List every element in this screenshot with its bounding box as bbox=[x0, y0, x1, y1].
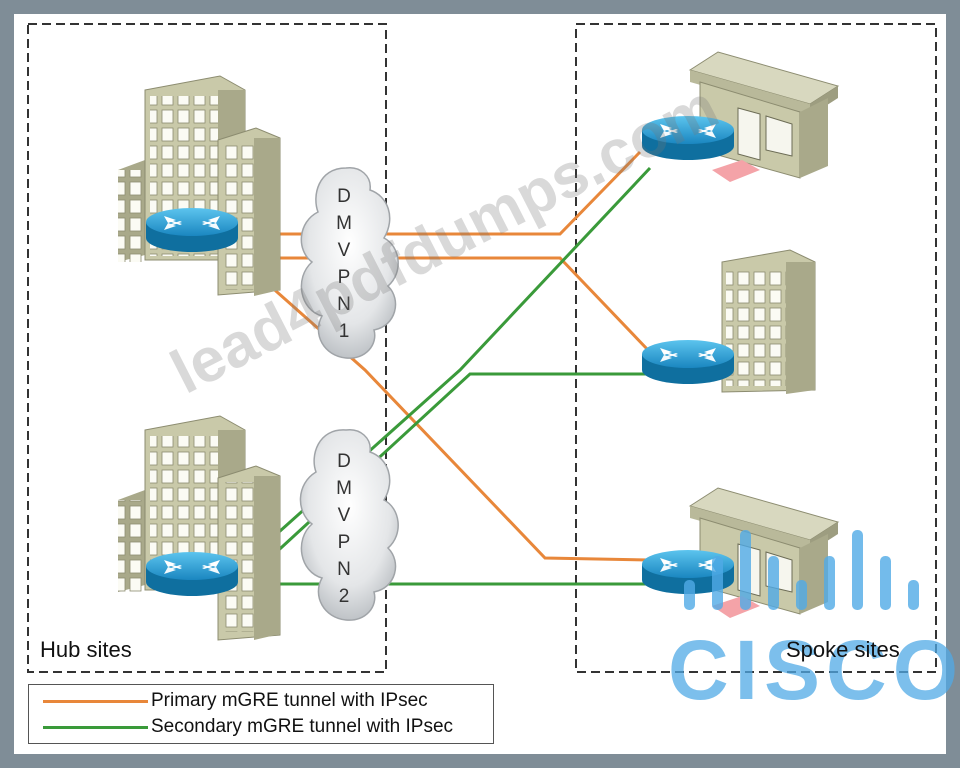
dmvpn-1-letter: V bbox=[337, 240, 351, 261]
legend: Primary mGRE tunnel with IPsec Secondary… bbox=[28, 684, 494, 744]
cisco-logo-text: CISCO bbox=[668, 623, 960, 717]
legend-swatch-secondary bbox=[43, 726, 148, 729]
primary-tunnel-hub1-spoke3 bbox=[267, 282, 651, 562]
dmvpn-1-letter: 1 bbox=[338, 321, 350, 342]
dmvpn-1-letter: P bbox=[337, 267, 351, 288]
dmvpn-2-letter: D bbox=[337, 451, 351, 472]
cisco-logo-bars-icon bbox=[684, 530, 919, 610]
dmvpn-1-cloud-icon bbox=[300, 167, 399, 359]
legend-swatch-primary bbox=[43, 700, 148, 703]
hub-sites-label: Hub sites bbox=[40, 637, 132, 662]
dmvpn-1-label: D M V P N 1 bbox=[329, 183, 359, 345]
dmvpn-1-letter: N bbox=[337, 294, 351, 315]
legend-label-secondary: Secondary mGRE tunnel with IPsec bbox=[151, 716, 454, 737]
hub-sites-region bbox=[27, 23, 387, 673]
dmvpn-2-letter: N bbox=[337, 559, 351, 580]
hub2-router-icon bbox=[146, 552, 238, 596]
dmvpn-2-letter: P bbox=[337, 532, 351, 553]
hub1-building-icon bbox=[118, 75, 281, 296]
spoke2-router-icon bbox=[642, 340, 734, 384]
hub1-router-icon bbox=[146, 208, 238, 252]
dmvpn-2-letter: 2 bbox=[338, 586, 350, 607]
legend-item-secondary: Secondary mGRE tunnel with IPsec bbox=[29, 715, 493, 739]
spoke-sites-label: Spoke sites bbox=[786, 637, 900, 662]
legend-label-primary: Primary mGRE tunnel with IPsec bbox=[151, 690, 428, 711]
dmvpn-2-cloud-icon bbox=[299, 429, 399, 621]
spoke2-building-icon bbox=[721, 249, 816, 394]
dmvpn-2-letter: V bbox=[337, 505, 351, 526]
dmvpn-2-label: D M V P N 2 bbox=[329, 448, 359, 610]
dmvpn-1-letter: D bbox=[337, 186, 351, 207]
dmvpn-2-letter: M bbox=[336, 478, 352, 499]
legend-item-primary: Primary mGRE tunnel with IPsec bbox=[29, 689, 493, 713]
hub2-building-icon bbox=[118, 415, 281, 641]
dmvpn-1-letter: M bbox=[336, 213, 352, 234]
